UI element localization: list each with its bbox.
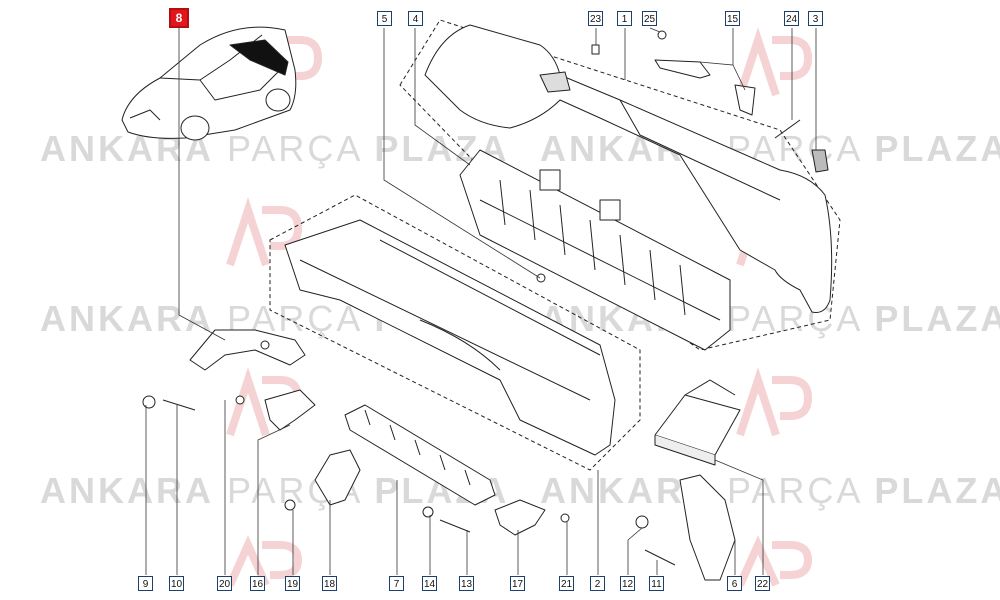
- energy-absorber-part: [344, 404, 496, 506]
- callout-16[interactable]: 16: [250, 576, 265, 591]
- ap-logo-icon: [226, 535, 303, 587]
- screw-icon: [644, 549, 676, 566]
- clip-nut-icon: [635, 515, 649, 529]
- watermark-brand: ANKARA: [40, 298, 214, 339]
- callout-11[interactable]: 11: [649, 576, 664, 591]
- ap-logo-icon: [226, 197, 303, 267]
- callout-3[interactable]: 3: [808, 11, 823, 26]
- car-illustration: [121, 26, 297, 141]
- washer-icon: [560, 513, 570, 523]
- leader-lines: [145, 27, 817, 575]
- callout-17[interactable]: 17: [510, 576, 525, 591]
- fastener-icon: [591, 44, 600, 55]
- watermark-middle: PARÇA: [227, 128, 362, 169]
- bumper-reinforcement-part: [459, 149, 731, 351]
- side-bracket-left-part: [189, 329, 306, 371]
- callout-2[interactable]: 2: [590, 576, 605, 591]
- clip-kit-box-part: [654, 379, 741, 466]
- lower-diffuser-part: [284, 219, 616, 456]
- fastener-icon: [536, 273, 546, 283]
- callout-22[interactable]: 22: [755, 576, 770, 591]
- callout-12[interactable]: 12: [620, 576, 635, 591]
- rear-bumper-part: [424, 24, 833, 313]
- screw-icon: [774, 119, 801, 139]
- callout-6[interactable]: 6: [727, 576, 742, 591]
- side-bracket-right-part: [679, 474, 736, 581]
- ap-logo-icon: [736, 535, 813, 587]
- watermark-suffix: PLAZA: [874, 470, 1000, 511]
- callout-9[interactable]: 9: [138, 576, 153, 591]
- watermark-middle: PARÇA: [727, 470, 862, 511]
- watermark-middle: PARÇA: [727, 298, 862, 339]
- watermark-suffix: PLAZA: [874, 298, 1000, 339]
- washer-icon: [284, 499, 296, 511]
- callout-13[interactable]: 13: [459, 576, 474, 591]
- screw-icon: [162, 399, 196, 411]
- group-outline-lower: [269, 194, 641, 471]
- trim-molding-part: [734, 84, 756, 116]
- ap-logo-icon: [736, 27, 813, 97]
- callout-25[interactable]: 25: [642, 11, 657, 26]
- callout-24[interactable]: 24: [784, 11, 799, 26]
- callout-18[interactable]: 18: [322, 576, 337, 591]
- clip-nut-icon: [422, 506, 434, 518]
- trim-molding-part: [654, 59, 711, 79]
- fastener-icon: [657, 30, 667, 40]
- watermark-suffix: PLAZA: [874, 128, 1000, 169]
- callout-21[interactable]: 21: [559, 576, 574, 591]
- clip-bracket-part: [494, 499, 546, 536]
- callout-20[interactable]: 20: [217, 576, 232, 591]
- callout-1[interactable]: 1: [617, 11, 632, 26]
- callout-8[interactable]: 8: [169, 8, 189, 28]
- clip-bracket-part: [264, 389, 316, 431]
- callout-14[interactable]: 14: [422, 576, 437, 591]
- watermark-brand: ANKARA: [40, 470, 214, 511]
- mount-bracket-part: [314, 449, 361, 506]
- callout-5[interactable]: 5: [377, 11, 392, 26]
- screw-icon: [439, 519, 471, 533]
- clip-nut-icon: [142, 395, 156, 409]
- callout-23[interactable]: 23: [588, 11, 603, 26]
- callout-4[interactable]: 4: [408, 11, 423, 26]
- washer-icon: [235, 395, 245, 405]
- callout-15[interactable]: 15: [725, 11, 740, 26]
- callout-10[interactable]: 10: [169, 576, 184, 591]
- callout-19[interactable]: 19: [285, 576, 300, 591]
- callout-7[interactable]: 7: [389, 576, 404, 591]
- ap-logo-icon: [736, 367, 813, 437]
- reflector-part: [811, 149, 829, 173]
